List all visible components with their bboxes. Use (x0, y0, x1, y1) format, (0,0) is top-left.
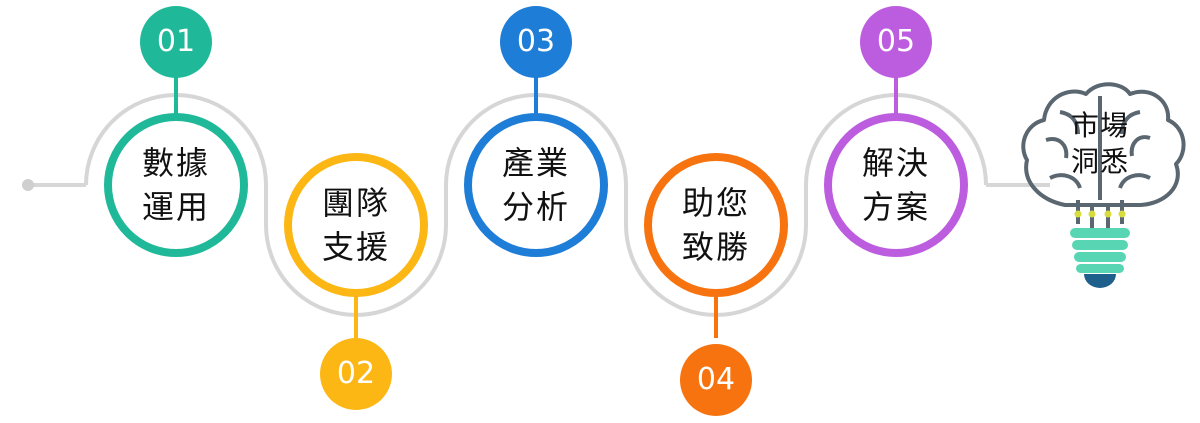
step-5-number: 05 (876, 24, 916, 59)
step-1-badge (140, 6, 212, 78)
step-3-line1: 產業 (501, 144, 570, 182)
step-4-number: 04 (696, 362, 736, 397)
step-5-line1: 解決 (861, 144, 930, 182)
step-3-ring (464, 113, 608, 257)
step-5-label: 解決 方案 (821, 141, 971, 229)
step-1-line1: 數據 (141, 144, 210, 182)
final-label: 市場 洞悉 (1060, 108, 1140, 180)
step-rings (104, 113, 968, 297)
step-2-ring (284, 153, 428, 297)
step-1-number: 01 (156, 24, 196, 59)
lightbulb-brain-icon (1021, 82, 1186, 288)
step-5-ring (824, 113, 968, 257)
step-2-number: 02 (336, 356, 376, 391)
step-1-ring (104, 113, 248, 257)
step-3-number: 03 (516, 24, 556, 59)
step-2-line1: 團隊 (321, 184, 390, 222)
step-4-badge (680, 344, 752, 416)
step-3-badge (500, 6, 572, 78)
step-5-badge (860, 6, 932, 78)
number-badges (140, 6, 932, 416)
step-4-line2: 致勝 (681, 228, 750, 266)
step-4-label: 助您 致勝 (641, 181, 791, 269)
step-2-badge (320, 338, 392, 410)
step-1-line2: 運用 (141, 188, 210, 226)
step-2-label: 團隊 支援 (281, 181, 431, 269)
connectors (174, 72, 898, 338)
final-line2: 洞悉 (1070, 145, 1129, 178)
step-4-line1: 助您 (681, 184, 750, 222)
step-2-line2: 支援 (321, 228, 390, 266)
step-1-label: 數據 運用 (101, 141, 251, 229)
step-4-ring (644, 153, 788, 297)
step-3-line2: 分析 (501, 188, 570, 226)
track-start-dot (22, 179, 34, 191)
step-3-label: 產業 分析 (461, 141, 611, 229)
final-line1: 市場 (1070, 109, 1129, 142)
step-5-line2: 方案 (861, 188, 930, 226)
